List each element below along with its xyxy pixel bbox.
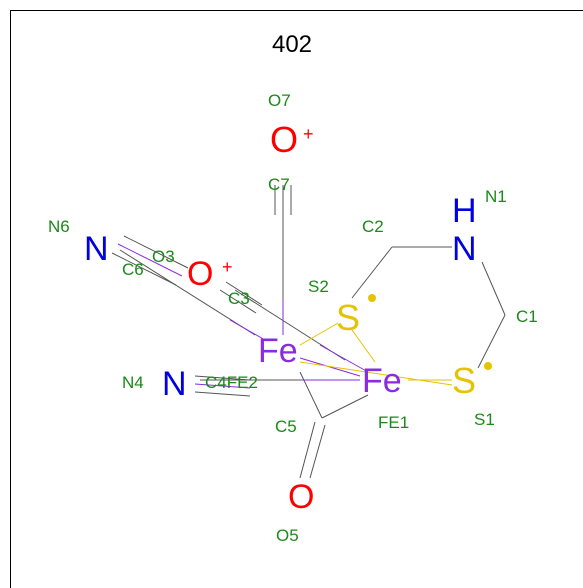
bond-c1-s1 [477,314,506,369]
label-c7: C7 [268,175,290,194]
atom-n4: N [162,365,187,403]
label-c3: C3 [228,289,250,308]
label-c2: C2 [362,217,384,236]
label-s2: S2 [308,277,329,296]
bond-c6-fe-purple [229,319,266,341]
atom-h-n1: H [452,192,477,230]
atom-n1: N [452,230,477,268]
bond-o3-c3-a [225,281,263,306]
atom-fe-a: Fe [258,332,298,370]
atom-labels: O7 C7 N1 C2 N6 O3 C6 S2 C3 C1 N4 C4FE2 C… [48,91,538,545]
label-c4fe2: C4FE2 [205,373,258,392]
bond-n6-c6-b [111,252,177,286]
atom-o5: O [288,478,314,516]
s2-radical-dot [368,294,376,302]
label-c6: C6 [122,260,144,279]
bond-n4-c4-a [194,375,251,381]
bond-n1-c1 [481,261,506,316]
label-fe1: FE1 [378,413,409,432]
bond-c5-o5-a [299,421,316,479]
bond-o3-c3-b [219,289,257,314]
label-s1: S1 [474,410,495,429]
label-n4: N4 [122,373,144,392]
bond-fe-c5 [299,371,323,419]
bond-n4-c4-c [194,391,251,397]
atom-s1: S [452,360,476,401]
atom-s2: S [336,297,360,338]
bonds [111,185,506,479]
atom-o3-charge: + [222,257,233,277]
bond-s2-fe1 [351,329,376,363]
label-c5: C5 [275,417,297,436]
bond-n6-c6-a [117,243,183,277]
atom-o7: O [270,119,298,160]
atom-o3: O [187,255,213,293]
atom-n6: N [84,230,109,268]
bond-c3-fe-purple [319,344,369,373]
bond-n4-c4-b [194,383,251,389]
diagram-title: 402 [272,31,312,58]
atom-o7-charge: + [303,124,314,144]
bond-fe-s2 [299,322,339,346]
bond-s2-c2 [351,246,393,299]
bond-c6-fe [119,249,256,336]
label-c1: C1 [516,307,538,326]
s1-radical-dot [484,362,492,370]
label-n1: N1 [485,187,507,206]
atom-fe-b: Fe [362,362,402,400]
bond-fe-s1 [299,361,453,386]
label-o3: O3 [152,247,175,266]
bond-n6-c6-c [123,235,189,269]
label-n6: N6 [48,217,70,236]
bond-c5-fe1 [321,394,369,419]
label-o5: O5 [276,526,299,545]
bond-c5-o5-b [309,424,326,479]
atoms: O + H N N O + S Fe Fe N S O [84,119,492,516]
label-o7: O7 [268,91,291,110]
diagram-frame [10,10,583,588]
